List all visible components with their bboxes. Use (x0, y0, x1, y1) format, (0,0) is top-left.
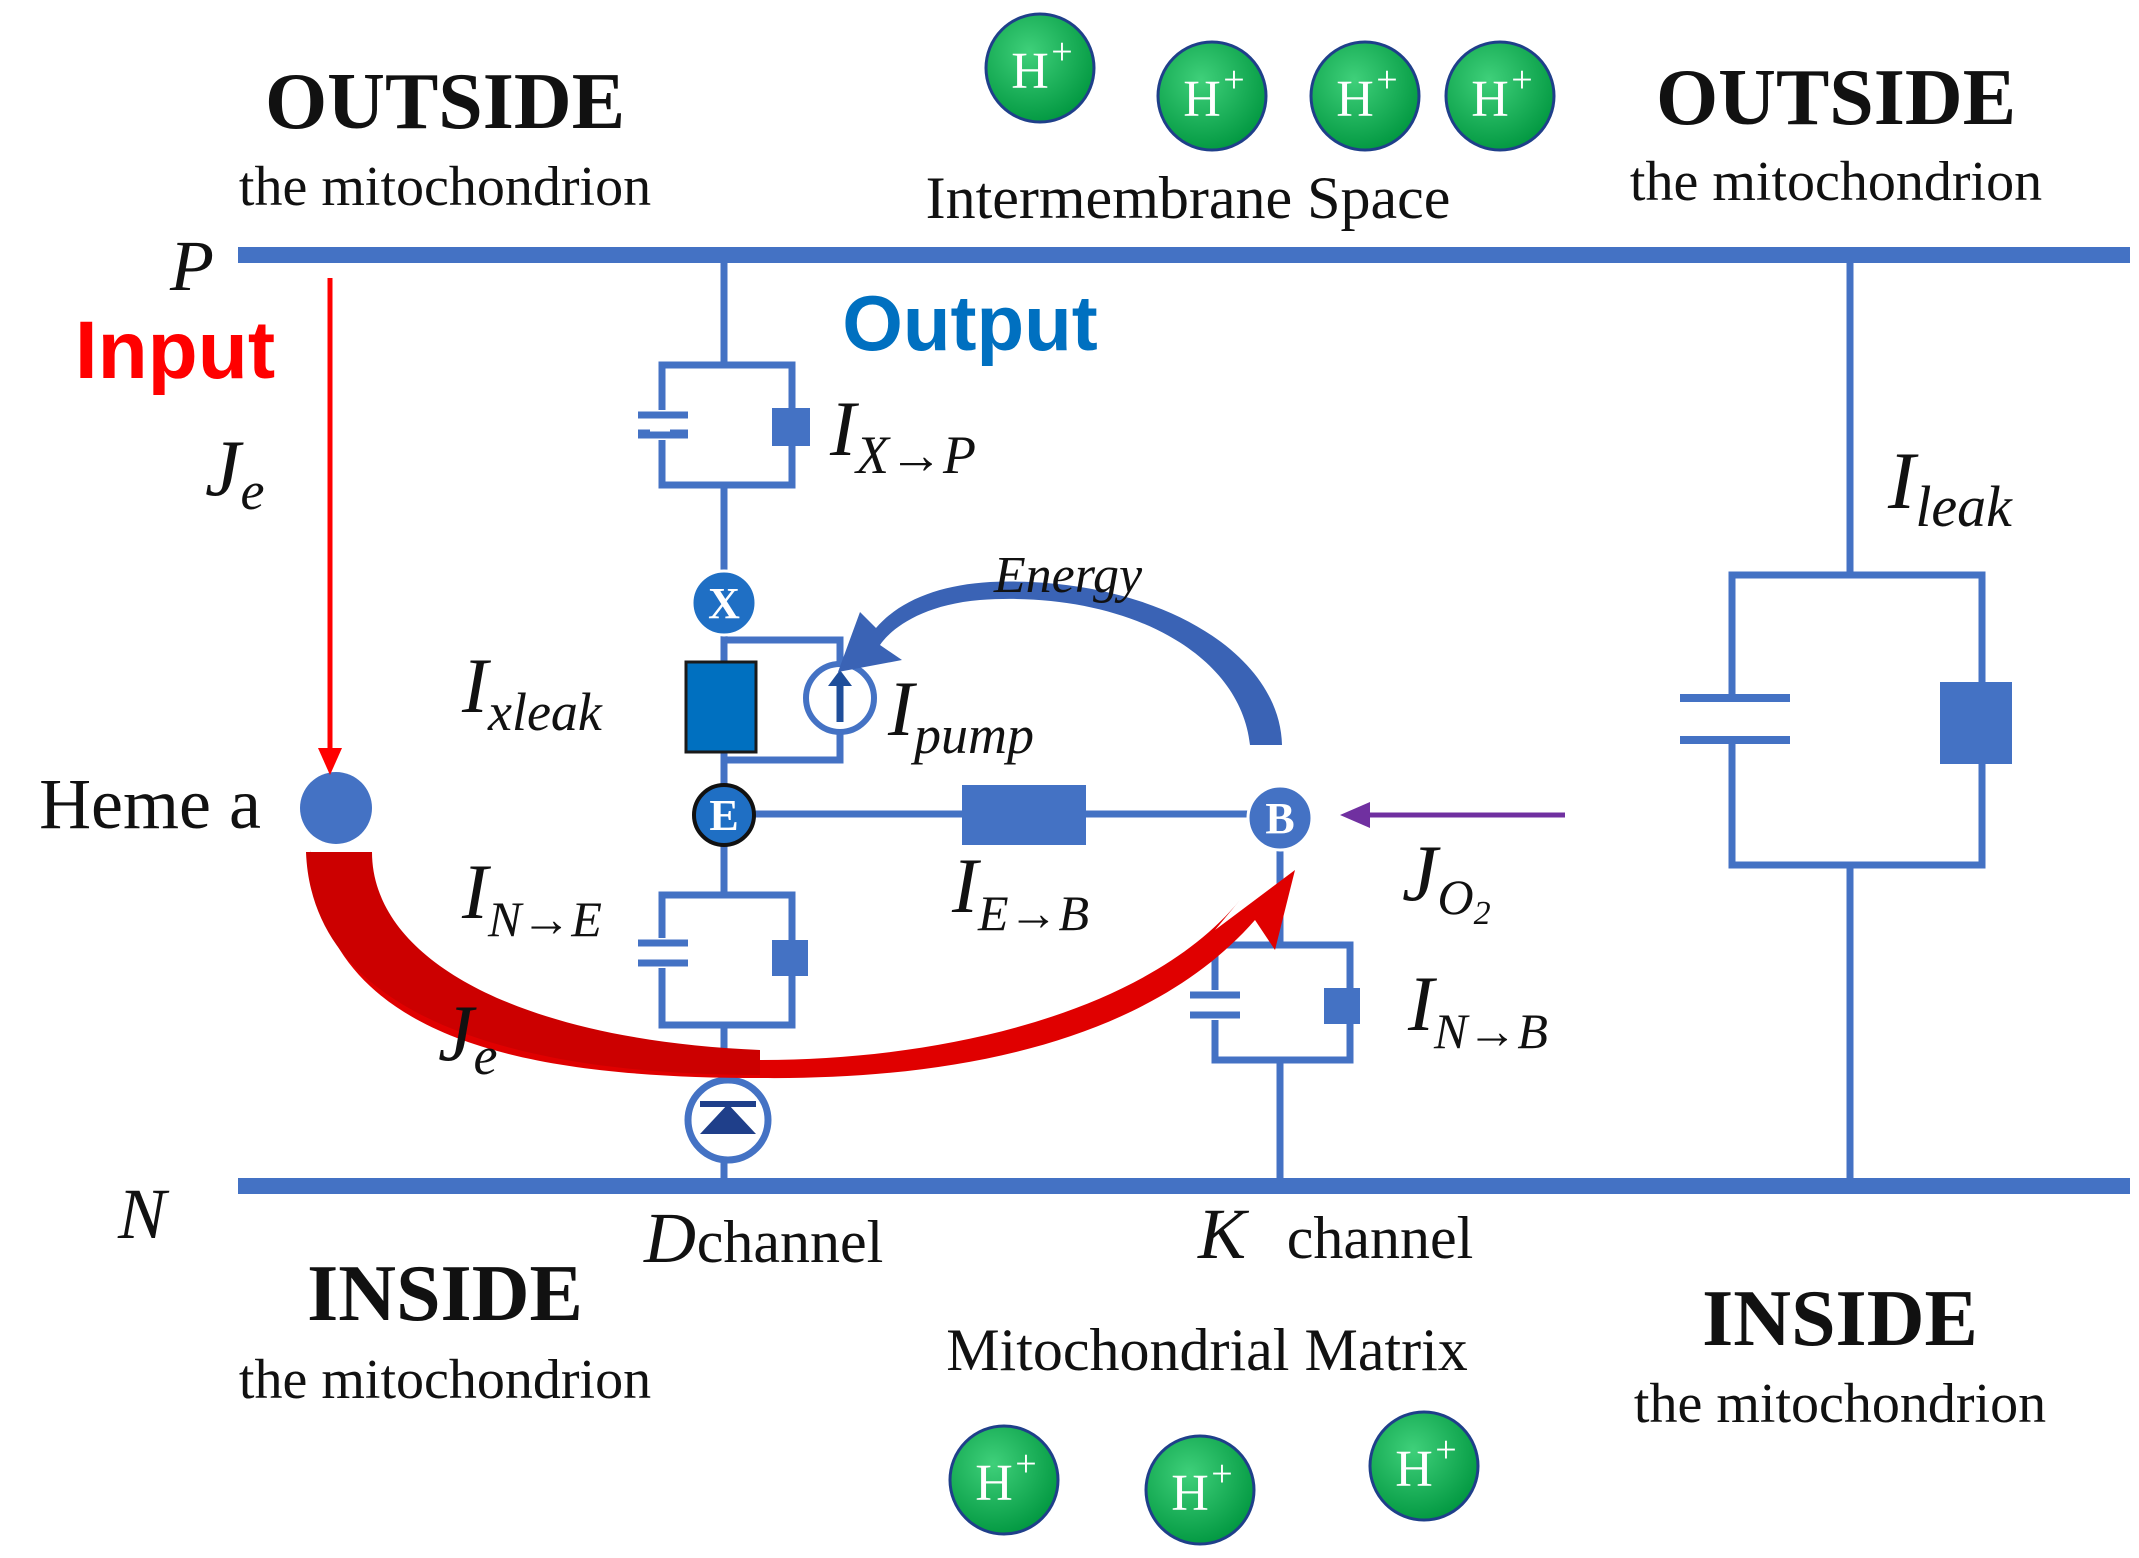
inb-label: IN→B (1407, 960, 1548, 1059)
inside-right-title: INSIDE (1702, 1275, 1978, 1363)
node-b: B (1246, 784, 1314, 852)
resistor-n-b (1324, 988, 1360, 1024)
svg-text:H: H (1395, 1441, 1433, 1498)
diode-icon (684, 1076, 772, 1164)
capacitor-n-e (638, 938, 688, 968)
heme-a-node (300, 772, 372, 844)
svg-text:H: H (1471, 71, 1509, 128)
svg-text:+: + (1015, 1443, 1036, 1485)
svg-text:+: + (1435, 1429, 1456, 1471)
ieb-label: IE→B (951, 842, 1089, 941)
proton-top-1: H + (984, 12, 1096, 124)
mitochondrial-matrix-label: Mitochondrial Matrix (946, 1317, 1468, 1383)
ileak-label: Ileak (1887, 435, 2013, 539)
energy-label: Energy (993, 547, 1143, 604)
proton-top-4: H + (1444, 40, 1556, 152)
outside-left-subtitle: the mitochondrion (239, 156, 651, 218)
svg-text:E: E (709, 791, 738, 840)
ine-label: IN→E (461, 848, 602, 947)
outside-left-title: OUTSIDE (265, 58, 625, 146)
k-channel-word: channel (1287, 1205, 1474, 1271)
proton-bottom-2: H + (1144, 1434, 1256, 1546)
input-label: Input (75, 305, 275, 396)
capacitor-leak (1680, 694, 1790, 744)
svg-text:H: H (975, 1455, 1013, 1512)
svg-text:+: + (1376, 59, 1397, 101)
d-channel-letter: D (643, 1198, 696, 1278)
resistor-xleak (684, 660, 758, 754)
intermembrane-space-label: Intermembrane Space (926, 165, 1451, 231)
input-arrow-head (318, 748, 342, 775)
proton-bottom-1: H + (948, 1424, 1060, 1536)
node-e: E (692, 783, 756, 847)
inside-left-subtitle: the mitochondrion (239, 1349, 651, 1411)
d-channel-word: channel (697, 1209, 884, 1275)
je-bottom-label: Je (438, 990, 497, 1086)
svg-text:H: H (1171, 1465, 1209, 1522)
oxygen-arrow-head (1340, 802, 1370, 828)
proton-top-3: H + (1309, 40, 1421, 152)
proton-top-2: H + (1156, 40, 1268, 152)
svg-text:H: H (1183, 71, 1221, 128)
inside-left-title: INSIDE (307, 1250, 583, 1338)
heme-a-label: Heme a (39, 764, 261, 844)
p-label: P (169, 226, 214, 306)
ipump-label: Ipump (887, 665, 1034, 765)
outside-right-subtitle: the mitochondrion (1630, 151, 2042, 213)
resistor-x-p (772, 408, 810, 446)
svg-text:+: + (1223, 59, 1244, 101)
proton-bottom-3: H + (1368, 1410, 1480, 1522)
ixleak-label: Ixleak (461, 642, 603, 742)
ixp-label: IX→P (829, 385, 976, 485)
capacitor-x-p (638, 410, 688, 440)
svg-text:+: + (1511, 59, 1532, 101)
electron-arrow-tail (306, 852, 760, 1075)
inside-right-subtitle: the mitochondrion (1634, 1373, 2046, 1435)
node-x: X (690, 569, 758, 637)
n-label: N (117, 1174, 170, 1254)
energy-arrow (838, 581, 1282, 745)
resistor-e-b (962, 785, 1086, 845)
output-label: Output (842, 279, 1098, 367)
k-channel-letter: K (1197, 1194, 1250, 1274)
svg-text:H: H (1011, 43, 1049, 100)
je-top-label: Je (205, 425, 264, 521)
svg-text:B: B (1265, 794, 1294, 843)
resistor-n-e (772, 940, 808, 976)
svg-text:+: + (1051, 31, 1072, 73)
outside-right-title: OUTSIDE (1656, 54, 2016, 142)
pump-source-icon (803, 661, 877, 735)
capacitor-n-b (1190, 990, 1240, 1020)
electron-transfer-arrow (310, 850, 1295, 1079)
svg-text:+: + (1211, 1453, 1232, 1495)
jo2-label: JO2 (1402, 830, 1491, 932)
svg-text:X: X (708, 579, 740, 628)
resistor-leak (1940, 682, 2012, 764)
svg-text:H: H (1336, 71, 1374, 128)
